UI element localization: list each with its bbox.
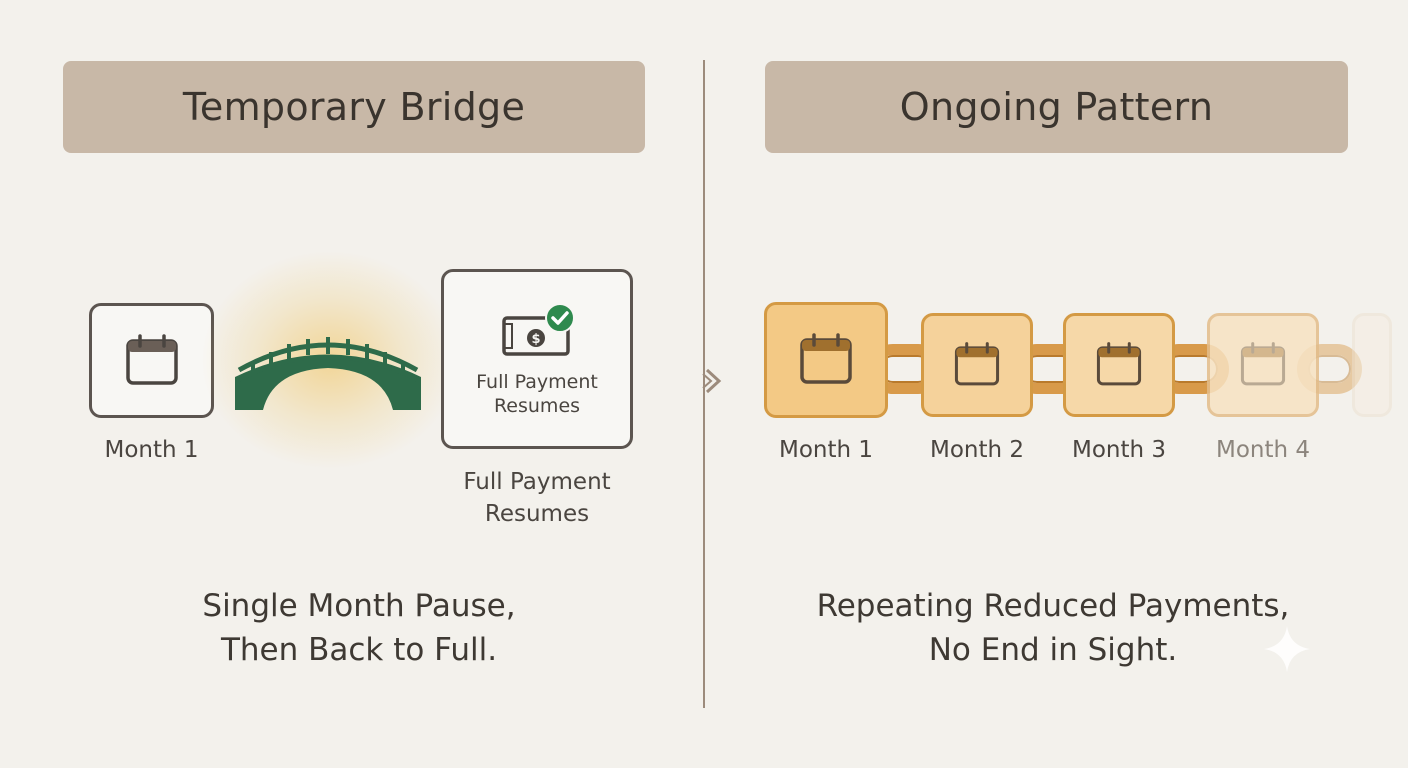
- card-caption-line1: Full Payment: [463, 469, 611, 495]
- chain-month-2-label: Month 2: [929, 437, 1025, 463]
- money-check-icon: $: [502, 303, 575, 356]
- chain-month-5-box-fading: [1352, 313, 1392, 417]
- chain-month-2-box: [921, 313, 1033, 417]
- calendar-icon: [1240, 342, 1286, 386]
- card-caption-line2: Resumes: [484, 501, 590, 527]
- svg-text:$: $: [531, 332, 540, 347]
- card-text-line1: Full Payment: [476, 371, 598, 393]
- left-caption-line2: Then Back to Full.: [220, 632, 498, 668]
- right-caption-line1: Repeating Reduced Payments,: [816, 588, 1290, 624]
- month-1-box: [89, 303, 214, 418]
- sparkle-icon: [1264, 626, 1310, 672]
- chain-month-1-label: Month 1: [778, 437, 874, 463]
- right-panel-title: Ongoing Pattern: [765, 61, 1348, 153]
- chain-month-3-box: [1063, 313, 1175, 417]
- chain-month-3-label: Month 3: [1071, 437, 1167, 463]
- chevron-right-icon: [702, 368, 722, 394]
- left-panel-title: Temporary Bridge: [63, 61, 645, 153]
- calendar-icon: [954, 342, 1000, 386]
- full-payment-card: $ Full Payment Resumes: [441, 269, 633, 449]
- card-text-line2: Resumes: [493, 395, 581, 417]
- bridge-icon: [235, 337, 421, 410]
- calendar-icon: [800, 333, 852, 384]
- chain-month-4-label: Month 4: [1215, 437, 1311, 463]
- left-caption-line1: Single Month Pause,: [202, 588, 516, 624]
- panel-divider: [703, 60, 705, 708]
- calendar-icon: [1096, 342, 1142, 386]
- calendar-icon: [126, 334, 178, 385]
- chain-month-4-box: [1207, 313, 1319, 417]
- chain-month-1-box: [764, 302, 888, 418]
- month-1-label: Month 1: [104, 437, 199, 463]
- right-caption-line2: No End in Sight.: [928, 632, 1178, 668]
